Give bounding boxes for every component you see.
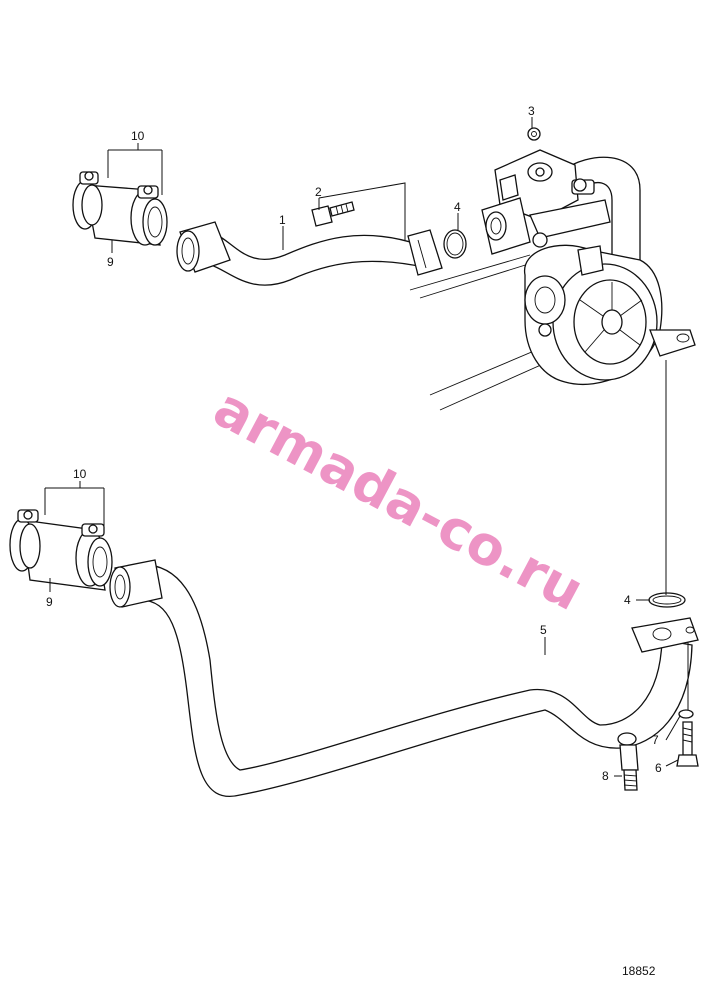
o-ring-part-4-upper (443, 229, 467, 259)
callout-7: 7 (652, 733, 659, 747)
o-ring-part-4-lower (648, 592, 686, 608)
callout-4-lower: 4 (624, 593, 631, 607)
callout-9-upper: 9 (107, 255, 114, 269)
lower-coolant-pipe (109, 559, 699, 797)
figure-number: 18852 (622, 964, 656, 978)
screw-part-2 (311, 201, 355, 227)
callout-4-upper: 4 (454, 200, 461, 214)
callout-labels: 10 9 1 2 3 4 10 9 4 5 7 6 8 (46, 104, 662, 783)
callout-8: 8 (602, 769, 609, 783)
callout-6: 6 (655, 761, 662, 775)
lower-hose-with-clamps (9, 509, 113, 591)
callout-10-lower: 10 (73, 467, 87, 481)
upper-coolant-pipe (176, 221, 443, 286)
callout-10-upper: 10 (131, 129, 145, 143)
drain-plug-part-8 (617, 732, 639, 791)
washer-part-7 (678, 709, 694, 719)
bolt-part-6 (676, 721, 699, 767)
callout-5: 5 (540, 623, 547, 637)
watermark-text: armada-co.ru (204, 376, 594, 623)
callout-1: 1 (279, 213, 286, 227)
water-pump-assembly (409, 149, 696, 411)
callout-2: 2 (315, 185, 322, 199)
leader-lines (44, 117, 689, 777)
callout-3: 3 (528, 104, 535, 118)
callout-9-lower: 9 (46, 595, 53, 609)
nut-part-3 (527, 127, 541, 141)
upper-hose-with-clamps (72, 171, 168, 246)
